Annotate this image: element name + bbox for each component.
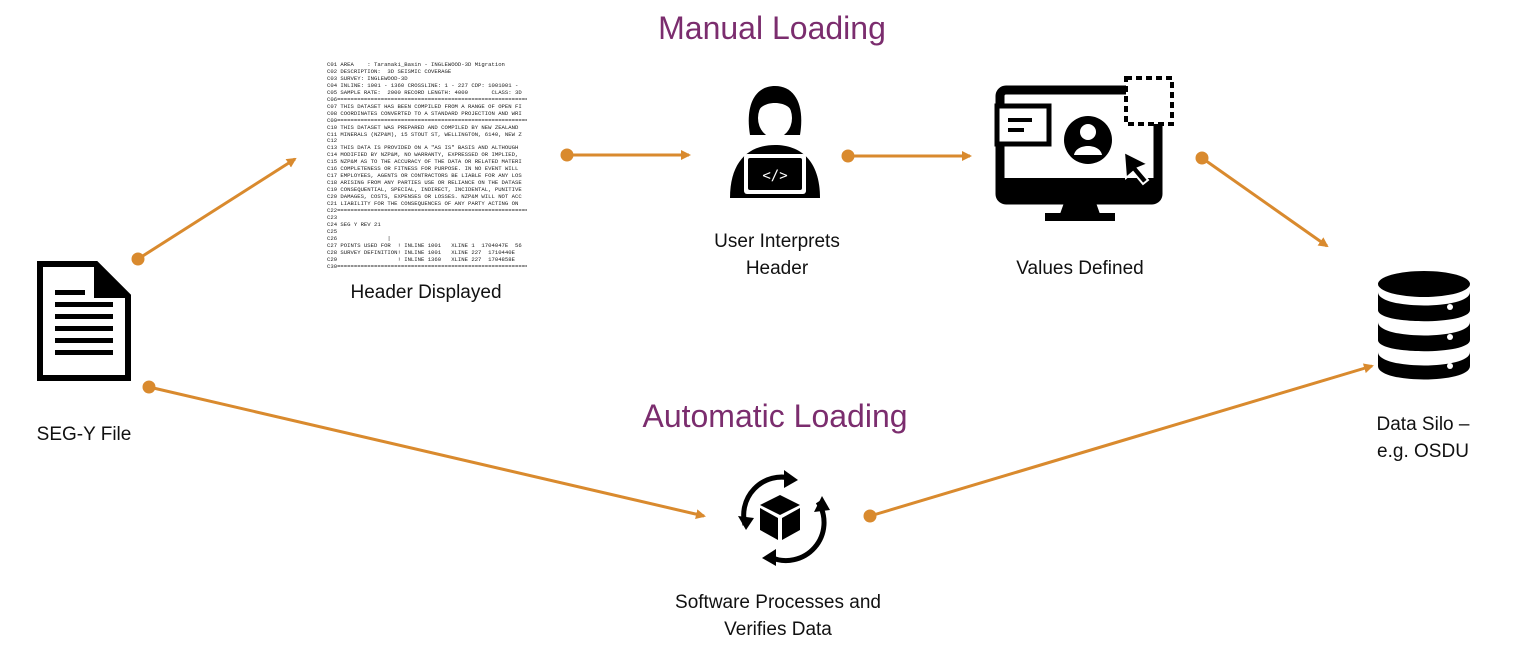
- header-line: C12: [327, 137, 338, 145]
- header-line: C05 SAMPLE RATE: 2000 RECORD LENGTH: 400…: [327, 88, 522, 96]
- developer-laptop-icon: </>: [730, 86, 820, 198]
- header-line: C08 COORDINATES CONVERTED TO A STANDARD …: [327, 109, 522, 117]
- label-line: Header: [745, 258, 809, 279]
- header-line: C13 THIS DATA IS PROVIDED ON A "AS IS" B…: [327, 144, 519, 152]
- user-interprets-label: User Interprets Header: [714, 228, 840, 282]
- database-icon: [1378, 271, 1470, 380]
- header-line: C10 THIS DATASET WAS PREPARED AND COMPIL…: [327, 123, 519, 131]
- header-line: C19 CONSEQUENTIAL, SPECIAL, INDIRECT, IN…: [327, 186, 522, 194]
- segy-header-text: C01 AREA : Taranaki_Basin - INGLEWOOD-3D…: [327, 62, 527, 272]
- header-line: C03 SURVEY: INGLEWOOD-3D: [327, 74, 408, 82]
- header-line: C26 |: [327, 234, 391, 242]
- manual-loading-title: Manual Loading: [658, 10, 886, 46]
- svg-text:</>: </>: [762, 168, 787, 184]
- header-line: C22=====================================…: [327, 207, 527, 215]
- label-line: e.g. OSDU: [1377, 441, 1469, 462]
- header-line: C25: [327, 227, 338, 235]
- header-line: C11 MINERALS (NZP&M), 15 STOUT ST, WELLI…: [327, 130, 522, 138]
- header-line: C18 ARISING FROM ANY PARTIES USE OR RELI…: [327, 179, 522, 187]
- header-line: C06=====================================…: [327, 95, 527, 103]
- label-line: Software Processes and: [675, 592, 881, 613]
- header-line: C16 COMPLETENESS OR FITNESS FOR PURPOSE.…: [327, 165, 519, 173]
- header-displayed-label: Header Displayed: [350, 282, 502, 303]
- data-silo-label: Data Silo – e.g. OSDU: [1377, 411, 1470, 465]
- header-line: C30=====================================…: [327, 262, 527, 270]
- segy-file-label: SEG-Y File: [36, 424, 132, 445]
- header-line: C04 INLINE: 1001 - 1360 CROSSLINE: 1 - 2…: [327, 81, 519, 89]
- header-line: C02 DESCRIPTION: 3D SEISMIC COVERAGE: [327, 67, 452, 75]
- header-line: C01 AREA : Taranaki_Basin - INGLEWOOD-3D…: [327, 62, 505, 68]
- arrow-file-to-software: [142, 380, 706, 520]
- header-line: C27 POINTS USED FOR ! INLINE 1001 XLINE …: [327, 241, 522, 249]
- arrow-file-to-header: [131, 157, 297, 266]
- label-line: Data Silo –: [1376, 414, 1470, 435]
- header-line: C20 DAMAGES, COSTS, EXPENSES OR LOSSES. …: [327, 193, 522, 201]
- arrow-software-to-silo: [863, 363, 1374, 523]
- label-line: User Interprets: [714, 231, 840, 252]
- arrow-values-to-silo: [1195, 151, 1329, 248]
- header-line: C23: [327, 213, 338, 221]
- header-line: C15 NZP&M AS TO THE ACCURACY OF THE DATA…: [327, 158, 522, 166]
- header-line: C09=====================================…: [327, 116, 527, 124]
- arrow-header-to-user: [560, 148, 691, 162]
- header-line: C21 LIABILITY FOR THE CONSEQUENCES OF AN…: [327, 200, 519, 208]
- header-line: C29 ! INLINE 1360 XLINE 227 1704858E: [327, 255, 515, 263]
- arrow-user-to-values: [841, 149, 972, 163]
- header-line: C07 THIS DATASET HAS BEEN COMPILED FROM …: [327, 102, 522, 110]
- document-icon: [37, 261, 131, 381]
- automatic-loading-title: Automatic Loading: [642, 398, 908, 434]
- header-line: C14 MODIFIED BY NZP&M, NO WARRANTY, EXPR…: [327, 151, 519, 159]
- header-line: C24 SEG Y REV 21: [327, 220, 381, 228]
- monitor-user-select-icon: [994, 76, 1174, 221]
- values-defined-label: Values Defined: [1016, 258, 1144, 279]
- label-line: Verifies Data: [724, 619, 832, 640]
- header-line: C28 SURVEY DEFINITION! INLINE 1001 XLINE…: [327, 248, 515, 256]
- package-cycle-icon: [738, 470, 830, 566]
- software-label: Software Processes and Verifies Data: [675, 589, 881, 643]
- header-line: C17 EMPLOYEES, AGENTS OR CONTRACTORS BE …: [327, 172, 522, 180]
